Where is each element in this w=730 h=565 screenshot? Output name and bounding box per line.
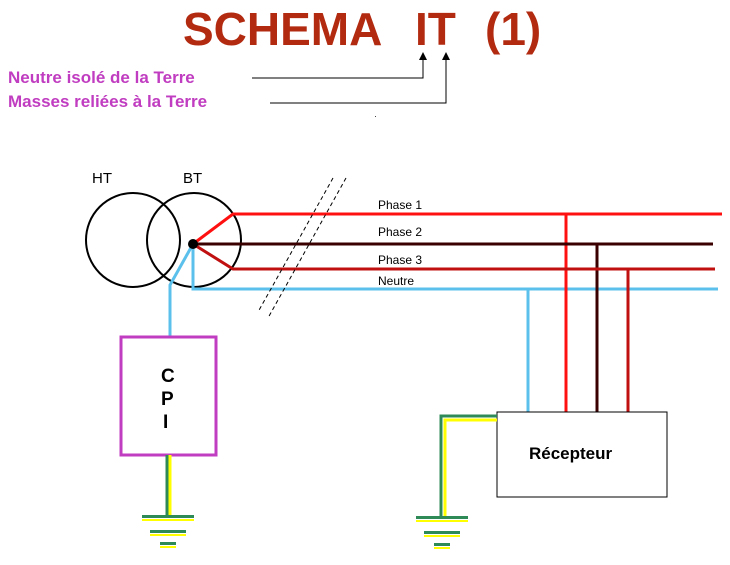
cpi-letter-i: I — [163, 412, 168, 433]
stray-dot — [375, 116, 376, 117]
receiver-label: Récepteur — [529, 444, 613, 463]
label-bt: BT — [183, 170, 202, 187]
title-it: IT — [415, 3, 456, 55]
receiver-earth-conductor — [439, 414, 497, 517]
label-phase2: Phase 2 — [378, 225, 422, 239]
cable-cut-mark — [257, 177, 347, 319]
neutre-conductor — [168, 243, 718, 413]
leader-line-neutre — [252, 58, 424, 79]
leader-line-masses — [270, 58, 447, 104]
star-point — [188, 239, 198, 249]
cpi-letter-c: C — [161, 366, 175, 387]
legend-masses-reliees: Masses reliées à la Terre — [8, 92, 207, 111]
legend-neutre-isole: Neutre isolé de la Terre — [8, 68, 195, 87]
legend-leader-lines — [252, 58, 447, 104]
receiver-box — [496, 411, 668, 498]
phase1-conductor — [192, 212, 722, 413]
title-number: (1) — [485, 3, 541, 55]
phase3-conductor — [192, 242, 715, 413]
cpi-box — [119, 335, 218, 457]
arrow-head-t — [442, 52, 450, 60]
cpi-letter-p: P — [161, 389, 174, 410]
phase2-conductor — [193, 242, 713, 413]
title-schema: SCHEMA — [183, 3, 382, 55]
label-ht: HT — [92, 170, 112, 187]
label-phase3: Phase 3 — [378, 253, 422, 267]
cpi-earth-conductor — [165, 455, 172, 516]
label-phase1: Phase 1 — [378, 198, 422, 212]
cpi-earth-symbol — [142, 515, 194, 548]
label-neutre: Neutre — [378, 274, 414, 288]
receiver-earth-symbol — [416, 516, 468, 549]
transformer-ht-winding — [85, 192, 181, 288]
arrow-head-i — [419, 52, 427, 60]
